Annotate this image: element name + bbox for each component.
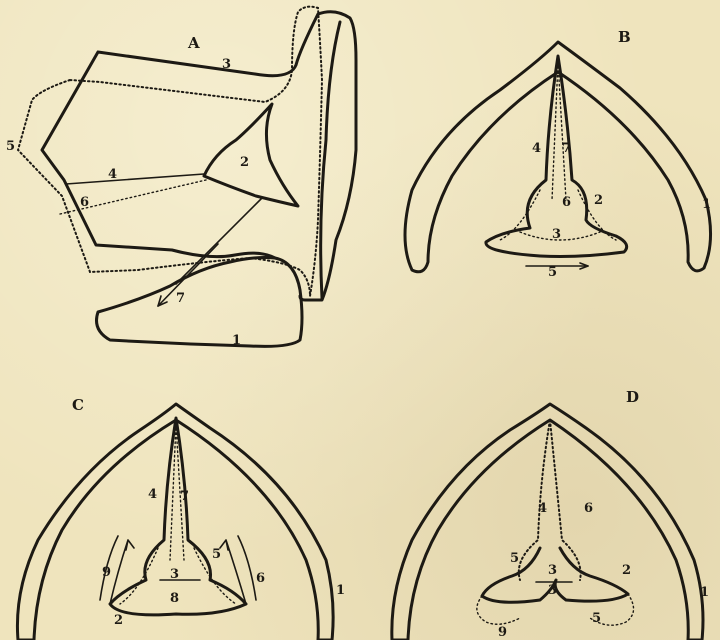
panel-a-line-chord [176,198,262,284]
panel-c-label-2: 2 [114,613,123,628]
panel-d: D 3 3 2 4 6 5 9 5 1 [392,388,709,640]
panel-d-label-3b: 3 [548,583,557,598]
panel-c-arrow-6 [220,536,256,604]
panel-b-label-7: 7 [562,141,571,156]
panel-a-line-4 [66,174,204,184]
panel-d-label-6: 5 [510,551,519,566]
panel-b-label-5: 5 [548,265,557,280]
panel-d-label-5: 5 [592,611,601,626]
panel-c-title: C [72,396,84,414]
panel-c-label-9: 9 [102,565,111,580]
panel-b-label-3: 3 [552,227,561,242]
panel-b-label-6: 6 [562,195,571,210]
panel-b-title: B [618,28,631,46]
panel-a-solid-outline [42,12,356,300]
panel-c-label-6: 6 [256,571,265,586]
panel-b-label-1: 1 [702,197,711,212]
panel-c-label-7: 7 [180,489,189,504]
panel-a-lower-jaw [97,258,303,347]
panel-d-label-9: 9 [498,625,507,640]
panel-d-title: D [626,388,639,406]
panel-d-label-4: 4 [538,501,547,516]
panel-c-label-1: 1 [336,583,345,598]
panel-c-label-8: 8 [170,591,179,606]
panel-a-label-7: 7 [176,291,185,306]
panel-a-dotted-outline [18,7,322,296]
panel-a-label-5: 5 [6,139,15,154]
panel-c-label-5: 5 [212,547,221,562]
panel-a: A 5 3 2 4 6 7 1 [6,7,356,348]
panel-a-vertical-bar [321,22,340,298]
panel-b-dotted-inner [500,62,616,240]
panel-a-title: A [187,34,200,52]
panel-a-label-6: 6 [80,195,89,210]
panel-a-label-1: 1 [232,333,241,348]
panel-b-label-4: 4 [532,141,541,156]
panel-d-central-dotted [519,420,581,580]
panel-c: C 1 2 3 4 5 6 7 8 9 [17,396,345,640]
panel-d-label-7: 6 [584,501,593,516]
panel-d-label-2: 2 [622,563,631,578]
panel-a-label-2: 2 [240,155,249,170]
panel-c-label-4: 4 [148,487,157,502]
panel-b-label-2: 2 [594,193,603,208]
panel-d-label-3a: 3 [548,563,557,578]
panel-c-label-3: 3 [170,567,179,582]
panel-b: B 1 2 3 4 5 6 7 [405,28,711,280]
panel-d-label-1: 1 [700,585,709,600]
panel-a-label-3: 3 [222,57,231,72]
panel-a-hyoid-element [204,104,298,206]
panel-a-label-4: 4 [108,167,117,182]
